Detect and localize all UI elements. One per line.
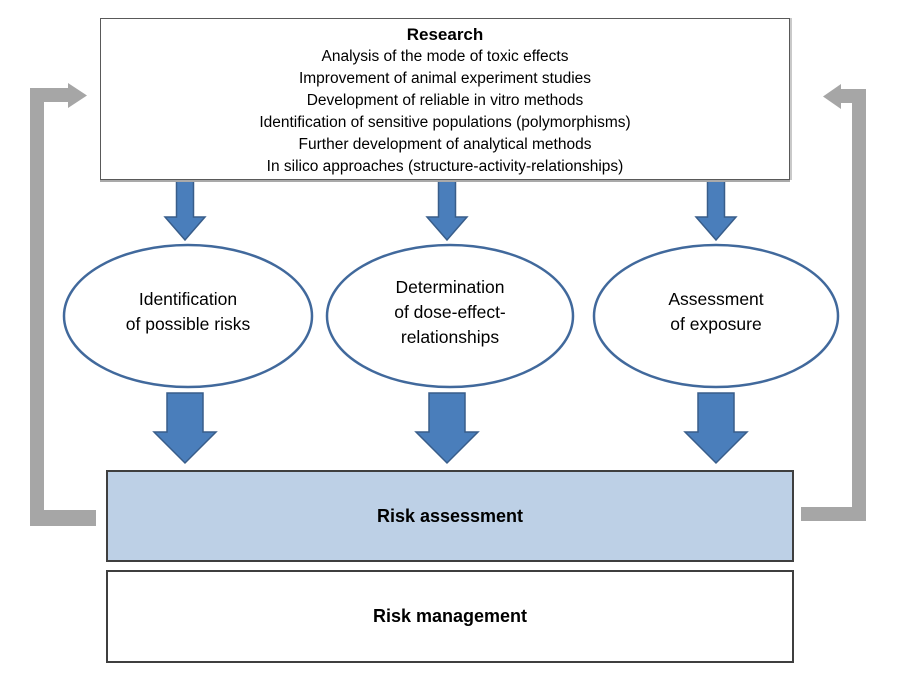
research-box: Research Analysis of the mode of toxic e…	[100, 18, 790, 180]
feedback-arrow-left-icon	[30, 83, 96, 526]
research-item: Identification of sensitive populations …	[259, 114, 631, 131]
down-arrow-research-to-dose-effect-icon	[425, 180, 469, 242]
research-item: Development of reliable in vitro methods	[306, 92, 584, 109]
risk-assessment-box: Risk assessment	[106, 470, 794, 562]
ellipse-label-line: of possible risks	[125, 314, 251, 334]
ellipse-label-line: of dose-effect-	[394, 301, 506, 322]
ellipse-label-identification-of-possible-risks: Identification of possible risks	[83, 248, 293, 376]
risk-management-box: Risk management	[106, 570, 794, 663]
down-arrow-identification-to-risk-assessment-icon	[152, 392, 218, 465]
ellipse-label-determination-of-dose-effect-relationships: Determination of dose-effect- relationsh…	[345, 248, 555, 376]
research-item: Analysis of the mode of toxic effects	[321, 48, 569, 65]
ellipse-label-line: Identification	[138, 289, 238, 309]
ellipse-assessment-of-exposure	[592, 243, 840, 389]
down-arrow-exposure-to-risk-assessment-icon	[683, 392, 749, 465]
research-item: Improvement of animal experiment studies	[298, 70, 592, 87]
risk-assessment-label: Risk assessment	[376, 505, 524, 526]
ellipse-label-assessment-of-exposure: Assessment of exposure	[611, 248, 821, 376]
risk-management-label: Risk management	[372, 606, 528, 626]
ellipse-label-line: Assessment	[668, 289, 764, 309]
research-title: Research	[406, 25, 484, 44]
down-arrow-research-to-exposure-icon	[694, 180, 738, 242]
research-item: In silico approaches (structure-activity…	[266, 158, 624, 175]
down-arrow-research-to-identification-icon	[163, 180, 207, 242]
down-arrow-dose-effect-to-risk-assessment-icon	[414, 392, 480, 465]
ellipse-determination-of-dose-effect-relationships	[325, 243, 575, 389]
ellipse-label-line: relationships	[400, 326, 500, 347]
research-item: Further development of analytical method…	[298, 136, 592, 153]
ellipse-identification-of-possible-risks	[62, 243, 314, 389]
ellipse-label-line: Determination	[395, 276, 505, 297]
feedback-arrow-right-icon	[801, 84, 866, 521]
ellipse-label-line: of exposure	[670, 314, 762, 334]
